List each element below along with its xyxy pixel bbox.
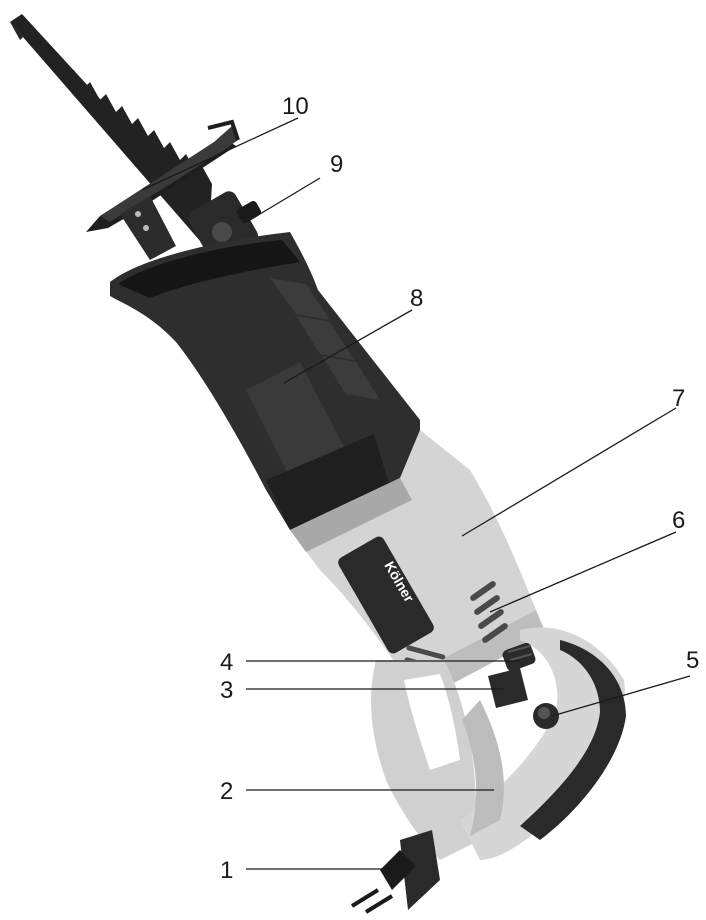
- leader-5: [551, 675, 691, 717]
- callout-numbers: 1 2 3 4 5 6 7 8 9 10: [220, 93, 699, 884]
- leader-10: [141, 117, 299, 191]
- callout-label-2: 2: [220, 778, 233, 805]
- leader-6: [489, 531, 677, 613]
- callout-label-9: 9: [330, 151, 343, 178]
- leader-7: [461, 407, 677, 537]
- callout-label-4: 4: [220, 649, 233, 676]
- callout-label-1: 1: [220, 857, 233, 884]
- speed-wheel: [502, 642, 536, 672]
- lock-button: [533, 703, 559, 729]
- callout-label-5: 5: [686, 647, 699, 674]
- callout-label-8: 8: [410, 285, 423, 312]
- callout-label-10: 10: [282, 93, 309, 120]
- leader-8: [283, 309, 413, 384]
- leader-9: [259, 177, 321, 215]
- callout-label-7: 7: [672, 385, 685, 412]
- trigger-switch: [488, 668, 528, 708]
- rear-handle: [371, 627, 626, 860]
- front-rubber-grip: [110, 232, 420, 530]
- callout-label-6: 6: [672, 507, 685, 534]
- power-cord: [350, 830, 440, 914]
- callout-leaders: [141, 117, 691, 870]
- adjustable-shoe: [86, 119, 240, 260]
- callout-label-3: 3: [220, 677, 233, 704]
- motor-housing: Kölner: [290, 430, 546, 684]
